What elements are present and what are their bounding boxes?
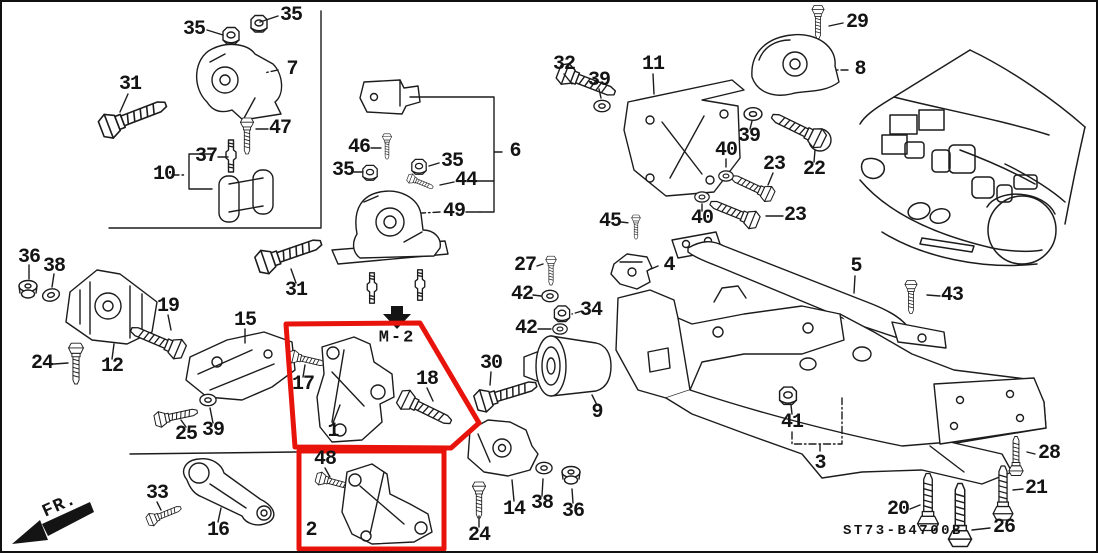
callout-24[interactable]: 24 — [467, 524, 491, 547]
callout-42[interactable]: 42 — [510, 283, 534, 306]
callout-33[interactable]: 33 — [145, 482, 169, 505]
callout-9[interactable]: 9 — [591, 401, 603, 424]
part-5-stay-bar — [671, 231, 947, 349]
callout-25[interactable]: 25 — [174, 423, 198, 446]
callout-31[interactable]: 31 — [284, 279, 308, 302]
callout-44[interactable]: 44 — [454, 169, 478, 192]
callout-23[interactable]: 23 — [783, 204, 807, 227]
part-14-mount — [467, 419, 539, 477]
callout-18[interactable]: 18 — [415, 368, 439, 391]
callout-40[interactable]: 40 — [690, 207, 714, 230]
callout-15[interactable]: 15 — [233, 309, 257, 332]
callout-47[interactable]: 47 — [268, 117, 292, 140]
fasteners — [18, 5, 1024, 548]
callout-19[interactable]: 19 — [156, 295, 180, 318]
callout-39[interactable]: 39 — [201, 419, 225, 442]
callout-22[interactable]: 22 — [802, 158, 826, 181]
callout-31[interactable]: 31 — [118, 73, 142, 96]
diagram-code: ST73-B4700B — [843, 523, 963, 539]
bracket-part-3 — [791, 397, 843, 455]
callout-42[interactable]: 42 — [514, 317, 538, 340]
callout-12[interactable]: 12 — [100, 355, 124, 378]
part-6-bracket — [359, 79, 421, 115]
callout-35[interactable]: 35 — [331, 159, 355, 182]
part-16-arm — [182, 458, 275, 526]
callout-43[interactable]: 43 — [940, 284, 964, 307]
group-border — [108, 10, 322, 229]
part-49-mount — [331, 190, 449, 265]
vehicle-sketch — [859, 49, 1086, 267]
callout-17[interactable]: 17 — [291, 373, 315, 396]
callout-30[interactable]: 30 — [479, 352, 503, 375]
callout-20[interactable]: 20 — [886, 498, 910, 521]
part-4-mount — [610, 253, 653, 290]
callout-10[interactable]: 10 — [152, 163, 176, 186]
callout-26[interactable]: 26 — [992, 516, 1016, 539]
callout-48[interactable]: 48 — [313, 448, 337, 471]
callout-14[interactable]: 14 — [502, 498, 526, 521]
part-12-mount — [65, 269, 158, 345]
callout-41[interactable]: 41 — [780, 411, 804, 434]
callout-7[interactable]: 7 — [286, 58, 298, 81]
callout-16[interactable]: 16 — [206, 519, 230, 542]
part-7-mount — [195, 43, 283, 121]
leader-lines-dashed — [171, 69, 849, 315]
part-11-bracket — [623, 79, 745, 197]
callout-6[interactable]: 6 — [509, 140, 521, 163]
callout-29[interactable]: 29 — [845, 11, 869, 34]
callout-3[interactable]: 3 — [814, 452, 826, 475]
callout-40[interactable]: 40 — [714, 139, 738, 162]
part-9-bushing — [523, 335, 612, 397]
callout-34[interactable]: 34 — [579, 299, 603, 322]
callout-46[interactable]: 46 — [347, 136, 371, 159]
callout-23[interactable]: 23 — [762, 153, 786, 176]
callout-35[interactable]: 35 — [279, 4, 303, 27]
callout-8[interactable]: 8 — [854, 58, 866, 81]
callout-38[interactable]: 38 — [530, 492, 554, 515]
callout-2[interactable]: 2 — [305, 519, 317, 542]
callout-28[interactable]: 28 — [1037, 442, 1061, 465]
part-3-crossmember — [615, 285, 1047, 485]
fr-arrow-icon — [12, 502, 94, 544]
callout-21[interactable]: 21 — [1024, 477, 1048, 500]
callout-49[interactable]: 49 — [442, 200, 466, 223]
callout-32[interactable]: 32 — [552, 53, 576, 76]
m2-arrow-icon — [383, 306, 411, 329]
callout-38[interactable]: 38 — [42, 255, 66, 278]
selected-part-highlight — [283, 320, 482, 551]
callout-35[interactable]: 35 — [440, 150, 464, 173]
leader-lines — [28, 15, 1036, 531]
reference-line — [129, 451, 297, 455]
callout-36[interactable]: 36 — [561, 500, 585, 523]
callout-24[interactable]: 24 — [30, 352, 54, 375]
callout-39[interactable]: 39 — [737, 125, 761, 148]
callout-35[interactable]: 35 — [182, 18, 206, 41]
part-2-bracket — [341, 463, 433, 545]
part-10-link — [218, 169, 274, 223]
callout-39[interactable]: 39 — [587, 69, 611, 92]
callout-11[interactable]: 11 — [641, 53, 665, 76]
callout-37[interactable]: 37 — [194, 145, 218, 168]
callout-5[interactable]: 5 — [850, 255, 862, 278]
region-label-m2: M-2 — [378, 328, 416, 348]
part-8-mount — [751, 33, 840, 96]
callout-4[interactable]: 4 — [663, 254, 675, 277]
callout-1[interactable]: 1 — [327, 420, 339, 443]
bracket-part-10 — [188, 153, 213, 190]
callout-45[interactable]: 45 — [598, 210, 622, 233]
callout-27[interactable]: 27 — [513, 254, 537, 277]
callout-36[interactable]: 36 — [17, 246, 41, 269]
bracket-part-6 — [409, 96, 503, 213]
